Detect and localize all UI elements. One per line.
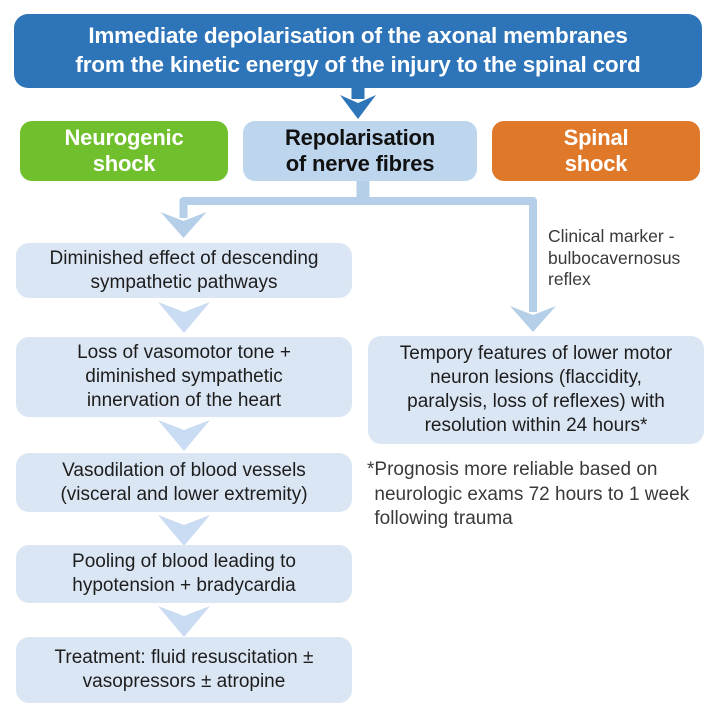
flow-arrow-2 bbox=[158, 420, 210, 451]
clinical-marker-annotation: Clinical marker - bulbocavernosus reflex bbox=[548, 226, 681, 290]
branch-box-neurogenic-shock: Neurogenic shock bbox=[20, 121, 228, 181]
footnote-text: Prognosis more reliable based on neurolo… bbox=[374, 459, 690, 530]
flow-step-loss-of-vasomotor-tone: Loss of vasomotor tone + diminished symp… bbox=[16, 337, 352, 417]
flow-arrow-4 bbox=[158, 606, 210, 637]
branch-box-repolarisation: Repolarisation of nerve fibres bbox=[243, 121, 477, 181]
flow-step-diminished-effect: Diminished effect of descending sympathe… bbox=[16, 243, 352, 298]
temporary-features-box: Tempory features of lower motor neuron l… bbox=[368, 336, 704, 444]
left-branch-arrowhead bbox=[160, 212, 207, 238]
branch-box-spinal-shock: Spinal shock bbox=[492, 121, 700, 181]
right-branch-arrowhead bbox=[510, 306, 556, 332]
prognosis-footnote: * Prognosis more reliable based on neuro… bbox=[367, 458, 697, 532]
header-box: Immediate depolarisation of the axonal m… bbox=[14, 14, 702, 88]
flow-step-treatment: Treatment: fluid resuscitation ± vasopre… bbox=[16, 637, 352, 703]
flow-step-vasodilation: Vasodilation of blood vessels (visceral … bbox=[16, 453, 352, 512]
flow-arrow-3 bbox=[158, 515, 210, 546]
header-arrow bbox=[340, 87, 376, 119]
footnote-asterisk: * bbox=[367, 459, 375, 480]
flow-arrow-1 bbox=[158, 302, 210, 333]
flow-step-pooling-of-blood: Pooling of blood leading to hypotension … bbox=[16, 545, 352, 603]
